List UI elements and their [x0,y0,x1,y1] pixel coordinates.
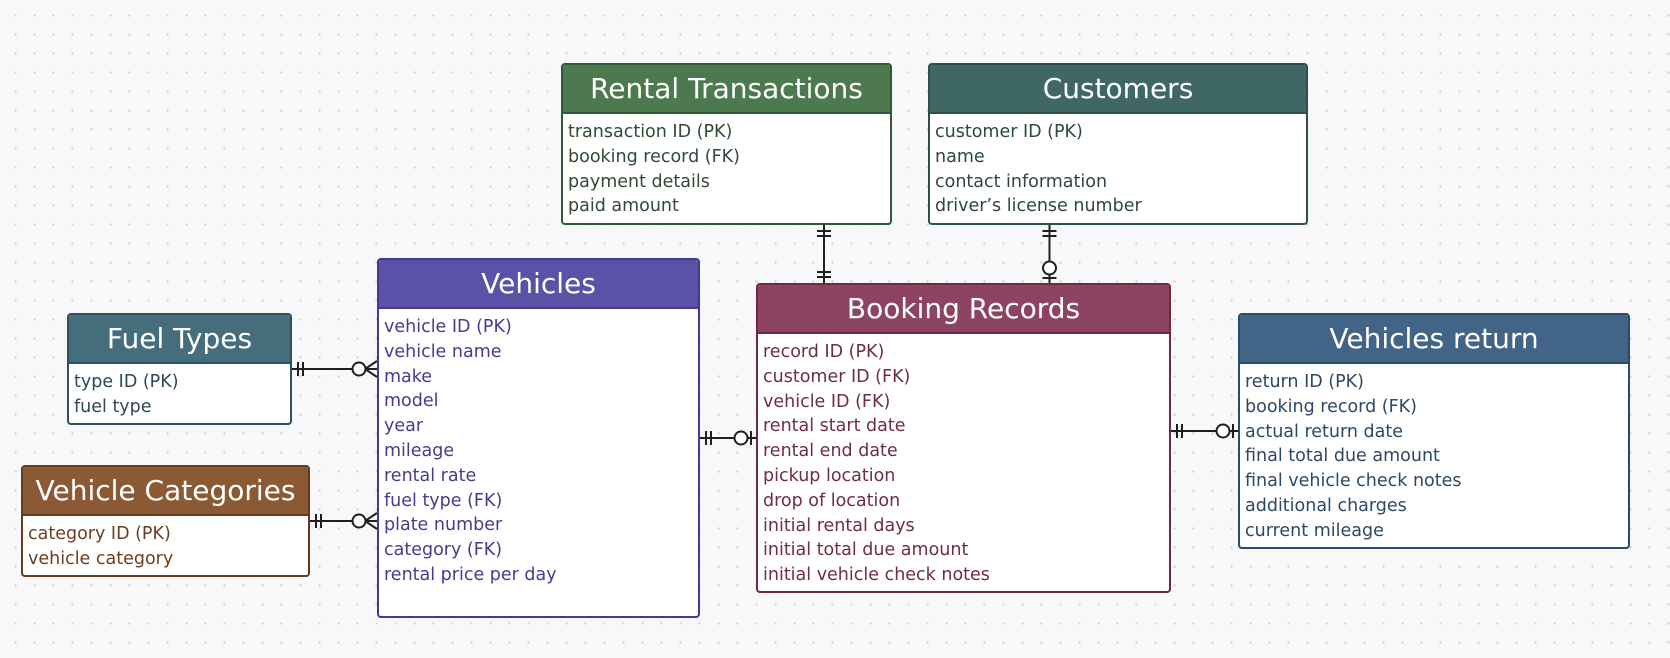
attribute-payment-details: payment details [568,171,710,192]
attribute-mileage: mileage [384,440,455,461]
relationship-vehicles-to-booking-records-to-circle [733,430,749,446]
attribute-initial-rental-days: initial rental days [763,515,915,536]
relationship-vehicle-categories-to-vehicles-to-circle [351,513,367,529]
attribute-drop-of-location: drop of location [763,490,901,511]
attribute-list: type ID (PK) fuel type [69,364,290,420]
entity-fuel-types[interactable]: Fuel Types type ID (PK) fuel type [67,313,292,425]
attribute-customer-id: customer ID (FK) [763,366,911,387]
attribute-rental-price-per-day: rental price per day [384,564,557,585]
attribute-list: transaction ID (PK) booking record (FK) … [563,114,890,219]
attribute-initial-total-due-amount: initial total due amount [763,540,969,561]
attribute-make: make [384,366,433,387]
attribute-contact-information: contact information [935,171,1108,192]
attribute-additional-charges: additional charges [1245,495,1407,516]
attribute-return-id: return ID (PK) [1245,372,1364,392]
entity-title-vehicles-return: Vehicles return [1240,315,1628,364]
attribute-rental-start-date: rental start date [763,416,906,437]
attribute-transaction-id: transaction ID (PK) [568,122,733,142]
attribute-category: category (FK) [384,540,503,561]
entity-vehicle-categories[interactable]: Vehicle Categories category ID (PK) vehi… [21,465,310,577]
attribute-drivers-license-number: driver’s license number [935,196,1142,217]
attribute-pickup-location: pickup location [763,465,896,486]
entity-booking-records[interactable]: Booking Records record ID (PK) customer … [756,283,1171,593]
attribute-list: record ID (PK) customer ID (FK) vehicle … [758,334,1169,588]
entity-title-customers: Customers [930,65,1306,114]
entity-title-booking-records: Booking Records [758,285,1169,334]
attribute-type-id: type ID (PK) [74,372,179,392]
attribute-final-total-due-amount: final total due amount [1245,446,1440,467]
attribute-name: name [935,146,985,167]
attribute-vehicle-id: vehicle ID (PK) [384,317,512,337]
attribute-plate-number: plate number [384,515,503,536]
attribute-vehicle-category: vehicle category [28,548,174,569]
attribute-list: category ID (PK) vehicle category [23,516,308,572]
attribute-booking-record: booking record (FK) [568,146,740,167]
relationship-fuel-types-to-vehicles-to-circle [351,361,367,377]
relationship-vehicle-categories-to-vehicles-to-foot-2 [364,520,378,530]
attribute-category-id: category ID (PK) [28,524,171,544]
entity-vehicles[interactable]: Vehicles vehicle ID (PK) vehicle name ma… [377,258,700,618]
attribute-rental-rate: rental rate [384,465,477,486]
attribute-booking-record: booking record (FK) [1245,396,1417,417]
attribute-list: vehicle ID (PK) vehicle name make model … [379,309,698,588]
attribute-current-mileage: current mileage [1245,520,1384,541]
attribute-rental-end-date: rental end date [763,441,898,462]
attribute-vehicle-name: vehicle name [384,341,502,362]
entity-customers[interactable]: Customers customer ID (PK) name contact … [928,63,1308,225]
attribute-actual-return-date: actual return date [1245,421,1403,442]
attribute-fuel-type: fuel type (FK) [384,490,503,511]
attribute-paid-amount: paid amount [568,196,679,217]
attribute-vehicle-id: vehicle ID (FK) [763,391,891,412]
attribute-year: year [384,416,424,437]
relationship-fuel-types-to-vehicles-to-foot-2 [364,368,378,378]
attribute-model: model [384,391,439,412]
entity-title-rental-transactions: Rental Transactions [563,65,890,114]
entity-rental-transactions[interactable]: Rental Transactions transaction ID (PK) … [561,63,892,225]
attribute-customer-id: customer ID (PK) [935,122,1083,142]
relationship-fuel-types-to-vehicles-to-foot-0 [364,360,378,370]
entity-title-vehicle-categories: Vehicle Categories [23,467,308,516]
relationship-booking-records-to-vehicles-return-to-circle [1215,423,1231,439]
entity-title-vehicles: Vehicles [379,260,698,309]
entity-vehicles-return[interactable]: Vehicles return return ID (PK) booking r… [1238,313,1630,549]
entity-title-fuel-types: Fuel Types [69,315,290,364]
attribute-fuel-type: fuel type [74,396,152,417]
relationship-customers-to-booking-records-to-circle [1042,260,1057,276]
attribute-record-id: record ID (PK) [763,342,885,362]
relationship-vehicle-categories-to-vehicles-to-foot-0 [364,512,378,522]
attribute-list: customer ID (PK) name contact informatio… [930,114,1306,219]
attribute-initial-vehicle-check-notes: initial vehicle check notes [763,565,990,586]
attribute-list: return ID (PK) booking record (FK) actua… [1240,364,1628,544]
attribute-final-vehicle-check-notes: final vehicle check notes [1245,471,1462,492]
